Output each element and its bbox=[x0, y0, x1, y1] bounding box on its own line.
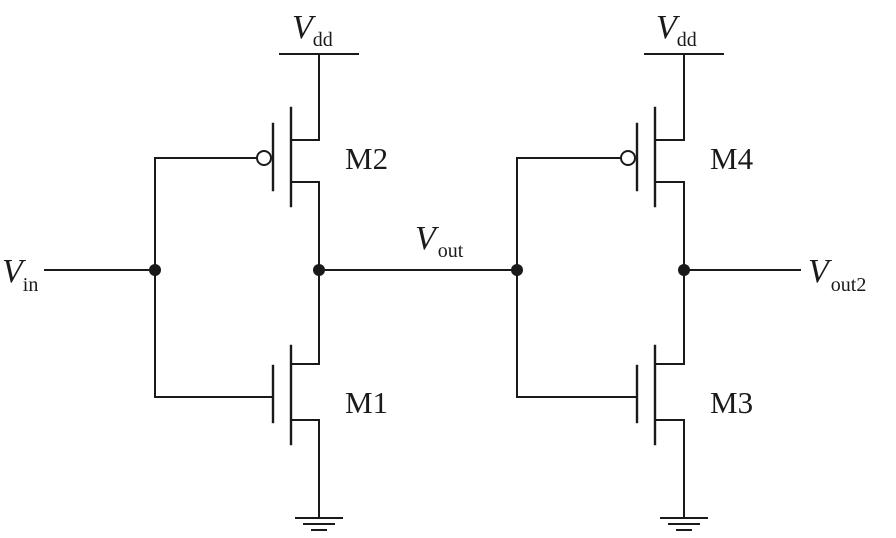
m4-gate-bubble bbox=[620, 150, 636, 166]
vout-left-dot bbox=[313, 264, 325, 276]
vin-input: Vin bbox=[2, 157, 274, 398]
m4-label: M4 bbox=[710, 141, 754, 176]
vdd-left: Vdd bbox=[279, 9, 359, 55]
vdd-left-label: Vdd bbox=[292, 9, 333, 51]
m2-label: M2 bbox=[345, 141, 388, 176]
m2-gate-bubble bbox=[256, 150, 272, 166]
right-gate-wiring bbox=[516, 157, 638, 398]
vin-junction-dot bbox=[149, 264, 161, 276]
vout2-junction-dot bbox=[678, 264, 690, 276]
vdd-right: Vdd bbox=[644, 9, 724, 55]
transistor-m4: M4 bbox=[620, 53, 754, 208]
transistor-m2: M2 bbox=[256, 53, 388, 208]
ground-left-icon bbox=[295, 517, 343, 531]
transistor-m3: M3 bbox=[635, 344, 753, 519]
ground-right-icon bbox=[660, 517, 708, 531]
m3-label: M3 bbox=[710, 385, 753, 420]
vdd-right-label: Vdd bbox=[656, 9, 697, 51]
vin-label: Vin bbox=[2, 253, 38, 296]
m1-label: M1 bbox=[345, 385, 388, 420]
transistor-m1: M1 bbox=[271, 344, 388, 519]
